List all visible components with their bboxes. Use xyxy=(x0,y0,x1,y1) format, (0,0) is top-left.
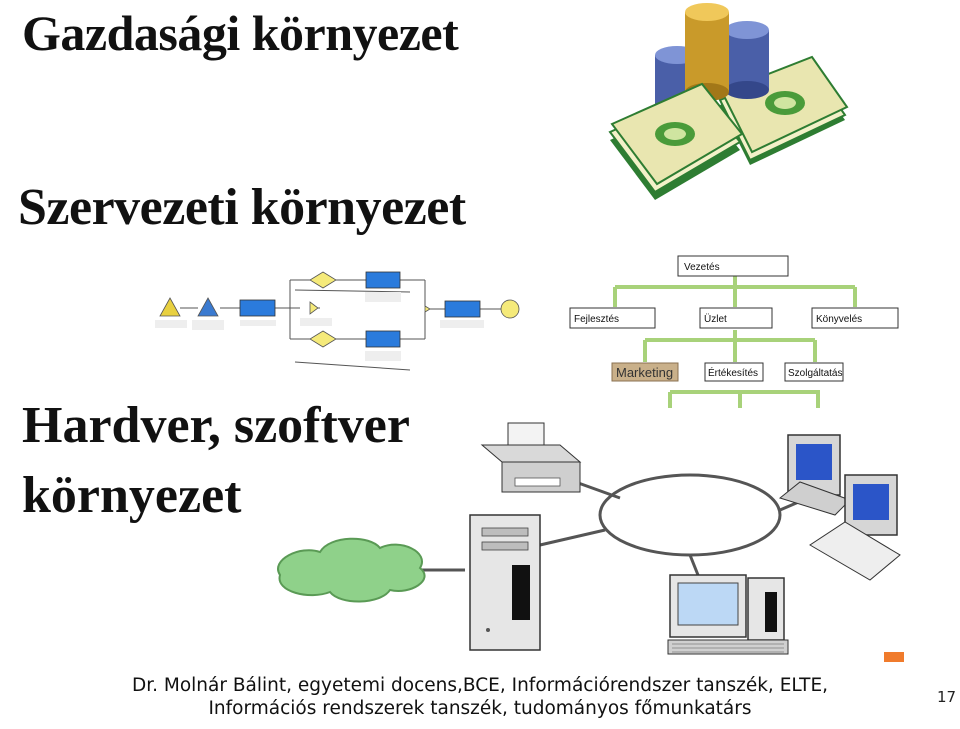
money-stack-icon xyxy=(608,3,849,200)
bill-stack-right xyxy=(718,55,849,165)
heading-hw-sw-line2: környezet xyxy=(22,467,242,524)
accent-mark xyxy=(884,652,904,662)
page-number: 17 xyxy=(937,688,957,706)
org-box-level3: Marketing Értékesítés Szolgáltatás xyxy=(611,362,844,382)
process-diagram xyxy=(155,271,520,371)
footer-line-1: Dr. Molnár Bálint, egyetemi docens,BCE, … xyxy=(131,675,829,696)
slide-footer: Dr. Molnár Bálint, egyetemi docens,BCE, … xyxy=(0,674,960,720)
workstation-icon xyxy=(778,434,901,581)
heading-economic-environment: Gazdasági környezet xyxy=(22,5,459,61)
org-label-level2-1: Üzlet xyxy=(704,313,727,325)
org-label-level3-0: Marketing xyxy=(616,365,673,380)
org-label-level2-2: Könyvelés xyxy=(816,314,862,325)
org-label-level3-1: Értékesítés xyxy=(708,366,758,379)
heading-organizational-environment: Szervezeti környezet xyxy=(18,179,466,236)
org-label-level3-2: Szolgáltatás xyxy=(788,368,842,379)
org-box-level2: Fejlesztés Üzlet Könyvelés xyxy=(569,307,899,329)
cloud-icon xyxy=(277,537,426,603)
bill-stack-left xyxy=(608,82,744,200)
org-label-top: Vezetés xyxy=(684,262,720,273)
org-chart: Vezetés Fejlesztés Üzlet Könyvelés Marke… xyxy=(569,255,899,408)
footer-line-2: Információs rendszerek tanszék, tudomány… xyxy=(208,698,752,719)
org-chart-connectors xyxy=(613,274,857,408)
heading-hw-sw-line1: Hardver, szoftver xyxy=(22,397,410,454)
server-tower-icon xyxy=(469,514,541,651)
desktop-computer-icon xyxy=(667,574,789,655)
network-diagram xyxy=(277,422,901,655)
printer-icon xyxy=(480,422,582,493)
coin-stack-icon xyxy=(655,3,769,124)
org-box-top: Vezetés xyxy=(677,255,789,277)
org-label-level2-0: Fejlesztés xyxy=(574,314,619,325)
